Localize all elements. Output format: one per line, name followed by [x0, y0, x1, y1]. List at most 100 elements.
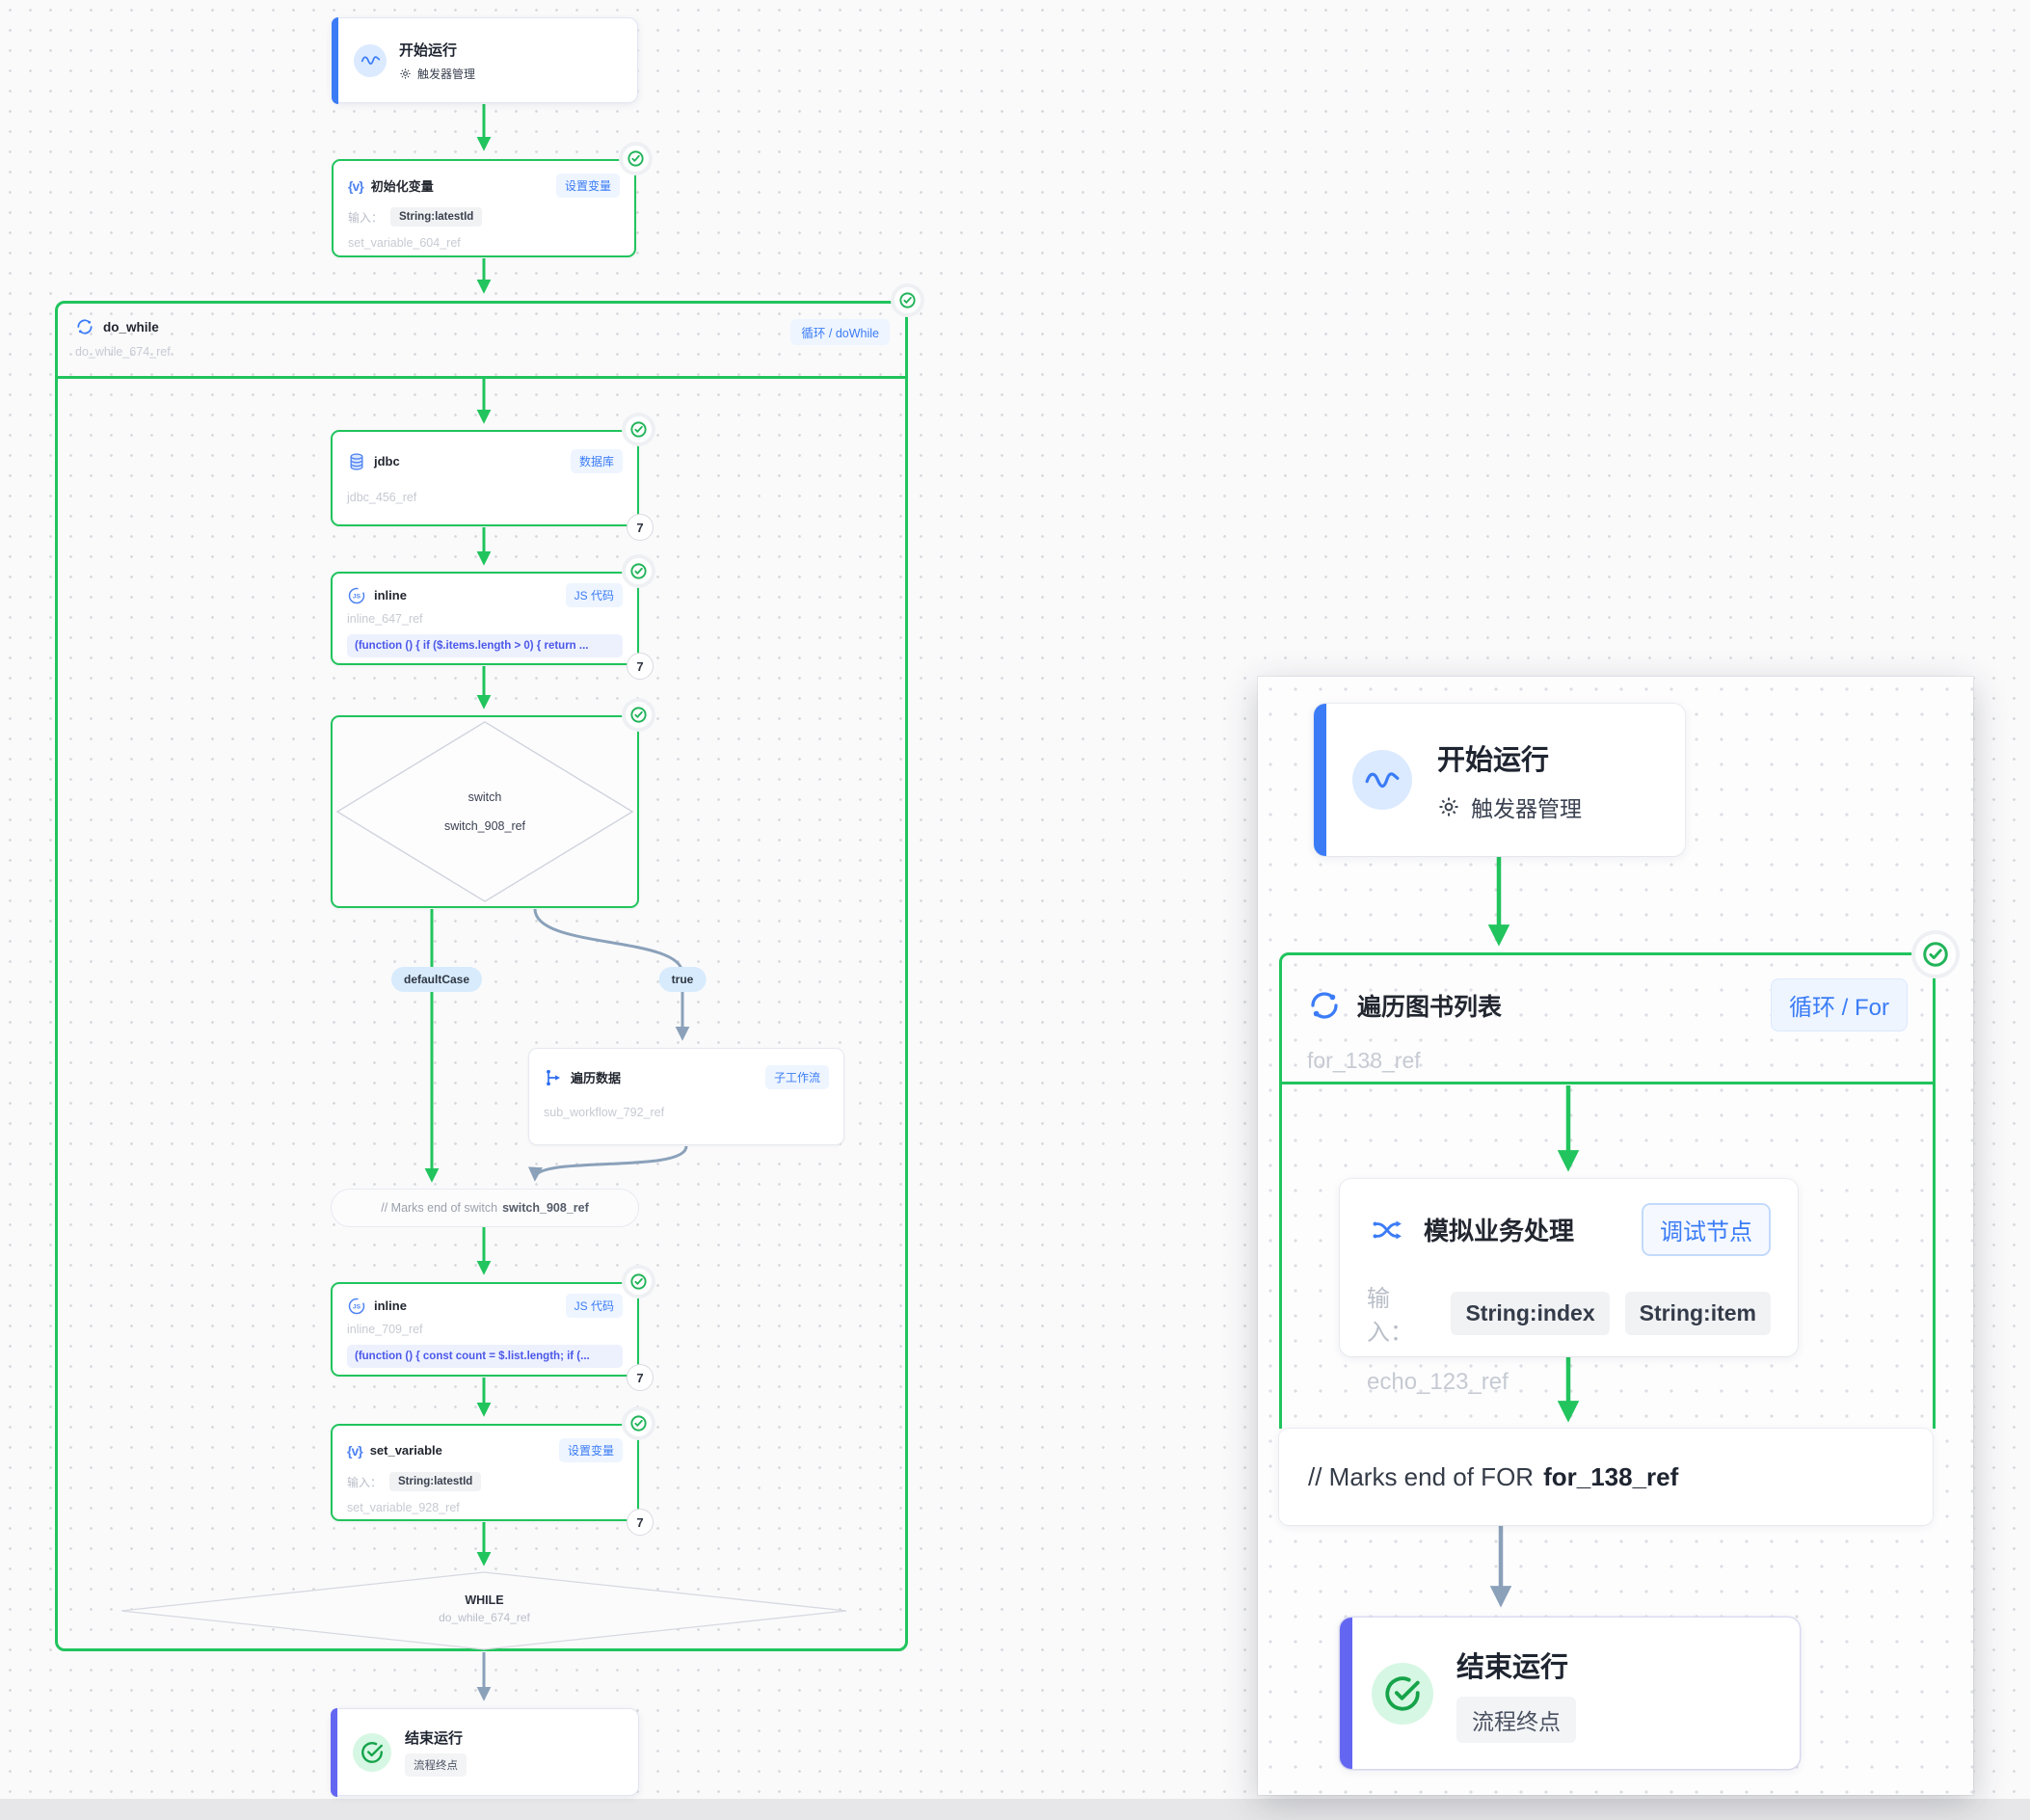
switch-diamond — [335, 721, 634, 902]
node-type-badge: JS 代码 — [565, 1294, 623, 1318]
marker-text: // Marks end of switch — [381, 1201, 498, 1215]
iteration-count-badge: 7 — [627, 514, 654, 541]
input-chip: String:latestId — [389, 1472, 482, 1491]
node-type-badge: JS 代码 — [565, 583, 623, 607]
switch-title: switch — [467, 790, 502, 804]
branch-label-defaultcase: defaultCase — [390, 967, 483, 992]
while-condition-marker: WHILE do_while_674_ref — [120, 1570, 849, 1651]
start-node-accent-bar — [1314, 704, 1326, 856]
success-check-icon — [353, 1732, 391, 1772]
do-while-type-badge: 循环 / doWhile — [790, 319, 890, 345]
node-type-badge: 子工作流 — [764, 1065, 829, 1089]
status-success-icon — [626, 1269, 652, 1295]
node-ref: sub_workflow_792_ref — [544, 1106, 665, 1119]
start-node-title: 开始运行 — [399, 41, 458, 59]
for-end-marker[interactable]: // Marks end of FOR for_138_ref — [1279, 1429, 1933, 1525]
end-node-accent-bar — [1340, 1618, 1352, 1769]
switch-node[interactable]: switch switch_908_ref — [331, 715, 639, 908]
sub-workflow-node[interactable]: 遍历数据 子工作流 sub_workflow_792_ref — [528, 1048, 844, 1145]
jdbc-node[interactable]: jdbc 数据库 jdbc_456_ref — [331, 430, 639, 526]
switch-end-marker[interactable]: // Marks end of switch switch_908_ref — [331, 1189, 639, 1227]
input-chip: String:latestId — [390, 207, 483, 227]
node-title: inline — [374, 1298, 407, 1313]
input-label: 输入： — [1367, 1286, 1413, 1346]
status-success-icon — [626, 702, 652, 728]
marker-text: // Marks end of FOR — [1308, 1461, 1535, 1491]
node-type-badge: 设置变量 — [558, 1438, 623, 1462]
node-title: jdbc — [374, 454, 400, 468]
set-variable-604-node[interactable]: {v} 初始化变量 设置变量 输入： String:latestId set_v… — [332, 159, 636, 257]
pulse-wave-icon — [1352, 750, 1412, 810]
start-node[interactable]: 开始运行 触发器管理 — [331, 16, 638, 104]
variable-icon: {v} — [347, 1442, 363, 1459]
success-check-icon — [1372, 1662, 1433, 1725]
do-while-ref: do_while_674_ref — [75, 345, 171, 359]
start-node-subtitle: 触发器管理 — [417, 67, 476, 81]
preview-start-node[interactable]: 开始运行 触发器管理 — [1314, 704, 1685, 856]
node-ref: inline_647_ref — [347, 612, 423, 626]
code-snippet: (function () { if ($.items.length > 0) {… — [347, 634, 623, 657]
gear-icon — [399, 67, 412, 80]
set-variable-928-node[interactable]: {v} set_variable 设置变量 输入： String:latestI… — [331, 1424, 639, 1521]
end-node[interactable]: 结束运行 流程终点 — [330, 1707, 639, 1797]
loop-icon — [1307, 988, 1342, 1023]
svg-text:JS: JS — [353, 1303, 361, 1310]
end-node-badge: 流程终点 — [405, 1753, 467, 1777]
input-chip: String:index — [1451, 1291, 1610, 1335]
node-ref: echo_123_ref — [1367, 1369, 1509, 1395]
for-loop-type-badge: 循环 / For — [1770, 978, 1908, 1031]
end-node-badge: 流程终点 — [1456, 1696, 1576, 1743]
for-loop-header[interactable]: 遍历图书列表 循环 / For for_138_ref — [1279, 952, 1936, 1084]
gear-icon — [1437, 795, 1460, 818]
end-node-accent-bar — [330, 1707, 337, 1797]
for-loop-title: 遍历图书列表 — [1357, 993, 1503, 1021]
node-type-badge: 调试节点 — [1642, 1203, 1771, 1256]
while-title: WHILE — [465, 1593, 504, 1607]
status-success-icon — [1915, 934, 1956, 975]
node-title: 遍历数据 — [571, 1071, 622, 1085]
node-ref: inline_709_ref — [347, 1323, 423, 1336]
pulse-wave-icon — [354, 43, 387, 77]
preview-end-node[interactable]: 结束运行 流程终点 — [1340, 1618, 1800, 1769]
iteration-count-badge: 7 — [627, 653, 654, 680]
iteration-count-badge: 7 — [627, 1509, 654, 1536]
canvas-bottom-edge — [0, 1799, 2030, 1820]
input-chip: String:item — [1624, 1291, 1771, 1335]
inline-709-node[interactable]: JS inline JS 代码 inline_709_ref (function… — [331, 1282, 639, 1377]
node-ref: jdbc_456_ref — [347, 491, 417, 504]
shuffle-icon — [1367, 1214, 1409, 1246]
code-snippet: (function () { const count = $.list.leng… — [347, 1345, 623, 1368]
iteration-count-badge: 7 — [627, 1364, 654, 1391]
sub-workflow-icon — [544, 1068, 563, 1087]
marker-ref: for_138_ref — [1543, 1461, 1679, 1491]
do-while-title: do_while — [103, 319, 159, 335]
for-loop-body — [1279, 1084, 1936, 1429]
loop-icon — [75, 317, 94, 336]
node-title: 初始化变量 — [370, 179, 434, 194]
node-title: 模拟业务处理 — [1424, 1217, 1575, 1245]
inline-647-node[interactable]: JS inline JS 代码 inline_647_ref (function… — [331, 572, 639, 665]
database-icon — [347, 452, 366, 471]
do-while-header[interactable]: do_while do_while_674_ref 循环 / doWhile — [58, 304, 905, 379]
variable-icon: {v} — [348, 177, 364, 194]
status-success-icon — [895, 287, 921, 313]
start-node-title: 开始运行 — [1437, 744, 1550, 776]
input-label: 输入： — [348, 210, 384, 225]
start-node-subtitle: 触发器管理 — [1471, 795, 1582, 821]
svg-text:JS: JS — [353, 593, 361, 600]
node-ref: set_variable_604_ref — [348, 236, 461, 250]
marker-ref: switch_908_ref — [502, 1201, 589, 1215]
switch-ref: switch_908_ref — [443, 819, 526, 833]
status-success-icon — [626, 1410, 652, 1436]
branch-label-true: true — [658, 967, 707, 992]
node-ref: set_variable_928_ref — [347, 1501, 460, 1514]
echo-node[interactable]: 模拟业务处理 调试节点 输入： String:index String:item… — [1340, 1179, 1798, 1395]
node-type-badge: 数据库 — [570, 449, 623, 473]
do-while-loop-container[interactable]: do_while do_while_674_ref 循环 / doWhile — [55, 301, 908, 1651]
start-node-accent-bar — [331, 16, 338, 104]
status-success-icon — [626, 558, 652, 584]
input-label: 输入： — [347, 1475, 383, 1489]
end-node-title: 结束运行 — [405, 1730, 464, 1747]
while-ref: do_while_674_ref — [439, 1611, 530, 1624]
node-title: set_variable — [369, 1443, 442, 1458]
